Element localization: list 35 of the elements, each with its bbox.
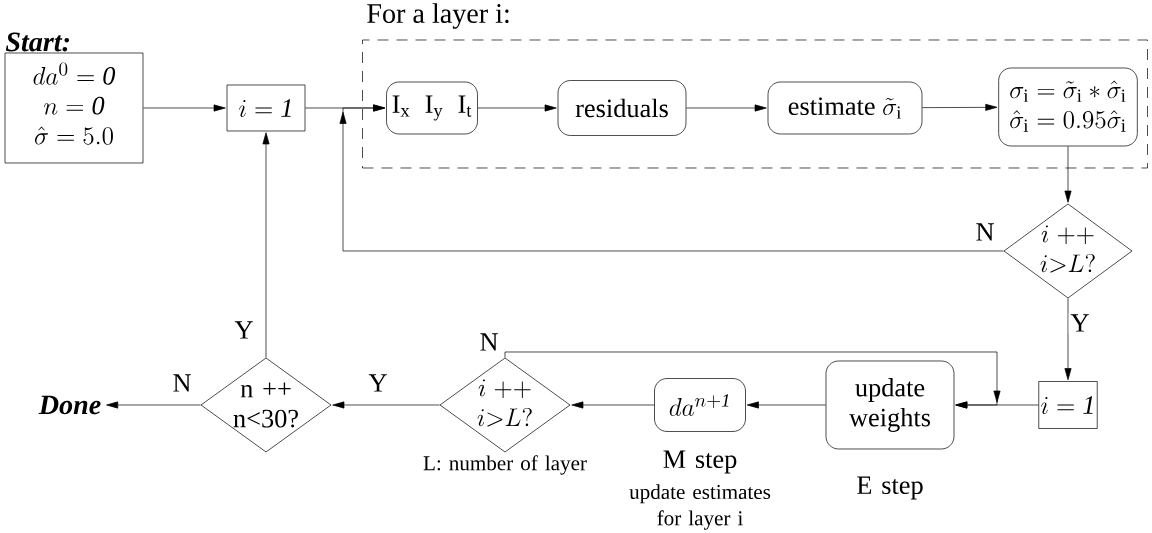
end-label: Done <box>38 395 101 415</box>
arrow <box>1064 146 1072 203</box>
step-caption: M step <box>663 450 737 474</box>
arrow <box>686 104 767 112</box>
arrow <box>262 132 270 358</box>
arrow <box>332 401 440 409</box>
process-box: $i = \mathit{1}$ <box>226 84 306 132</box>
process-box: $da^{n+\mathit{1}}$ <box>654 378 746 432</box>
arrow <box>922 103 998 111</box>
heading: For a layer i: <box>367 3 509 29</box>
step-caption: L: number of layer <box>423 455 587 475</box>
arrow <box>1064 298 1072 381</box>
process-box: $\mathrm{I}_{\mathrm{x}}\;\;\mathrm{I}_{\mathrm{y}}\;\;\mathrm{I}_{\mathrm{t}}$ <box>386 81 478 135</box>
arrow <box>143 104 226 112</box>
edge-label: Y <box>1068 312 1092 334</box>
arrow <box>504 351 1001 409</box>
process-box: $i = \mathit{1}$ <box>1038 381 1098 429</box>
step-caption: E step <box>857 476 923 500</box>
edge-label: N <box>973 221 997 243</box>
arrow <box>571 401 655 409</box>
edge-label: N <box>477 331 501 353</box>
heading: Start: <box>5 32 70 52</box>
edge-label: Y <box>366 372 390 394</box>
process-box: residuals <box>557 80 687 136</box>
arrow <box>339 104 1004 252</box>
process-box: update weights <box>825 360 955 450</box>
arrow <box>106 401 201 409</box>
process-box: $\mbox{estimate }\tilde{\sigma}_{\mathrm{i}}$ <box>767 81 923 135</box>
edge-label: N <box>170 372 194 394</box>
edge-label: Y <box>232 319 256 341</box>
arrow <box>477 104 557 112</box>
step-caption: update estimates for layer i <box>629 484 771 530</box>
process-box: $\begin{array}{c} \sigma_{\mathrm{i}}=\tilde{\sigma}_{\mathrm{i}}*\hat{\sigma}_{\mathrm{i}} \\ \hat{\sigma}_{\mathrm{i}}=0.95\hat{\sigma}_{\mathrm{i}} \end{array}$ <box>998 67 1138 147</box>
process-box: $\begin{array}{c} da^{0}= \mathit{0} \\ n = \mathit{0} \\ \hat{\sigma} = 5.0 \end{array}$ <box>4 52 144 164</box>
arrow <box>746 401 826 409</box>
